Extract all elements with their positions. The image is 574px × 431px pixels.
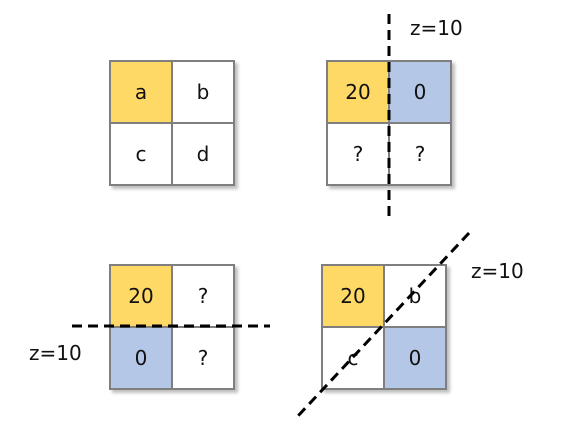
label-horizontal-z: z=10 <box>29 341 82 365</box>
grid-horizontal-split: 20 ? 0 ? <box>109 264 235 390</box>
cell-bottom-right: d <box>172 123 235 186</box>
cell-top-right: ? <box>172 264 235 327</box>
grid-vertical-split: 20 0 ? ? <box>326 60 452 186</box>
label-diagonal-z: z=10 <box>471 259 524 283</box>
cell-top-left: 20 <box>326 60 389 123</box>
cell-top-left: 20 <box>109 264 172 327</box>
cell-bottom-left: c <box>109 123 172 186</box>
cell-top-left: a <box>109 60 172 123</box>
grid-abcd: a b c d <box>109 60 235 186</box>
cell-top-right: b <box>172 60 235 123</box>
cell-bottom-left: ? <box>326 123 389 186</box>
cell-top-right: b <box>384 264 447 327</box>
cell-bottom-left: c <box>321 327 384 390</box>
cell-bottom-left: 0 <box>109 327 172 390</box>
grid-diagonal-split: 20 b c 0 <box>321 264 447 390</box>
cell-bottom-right: 0 <box>384 327 447 390</box>
cell-top-left: 20 <box>321 264 384 327</box>
cell-top-right: 0 <box>389 60 452 123</box>
label-vertical-z: z=10 <box>410 16 463 40</box>
cell-bottom-right: ? <box>389 123 452 186</box>
cell-bottom-right: ? <box>172 327 235 390</box>
